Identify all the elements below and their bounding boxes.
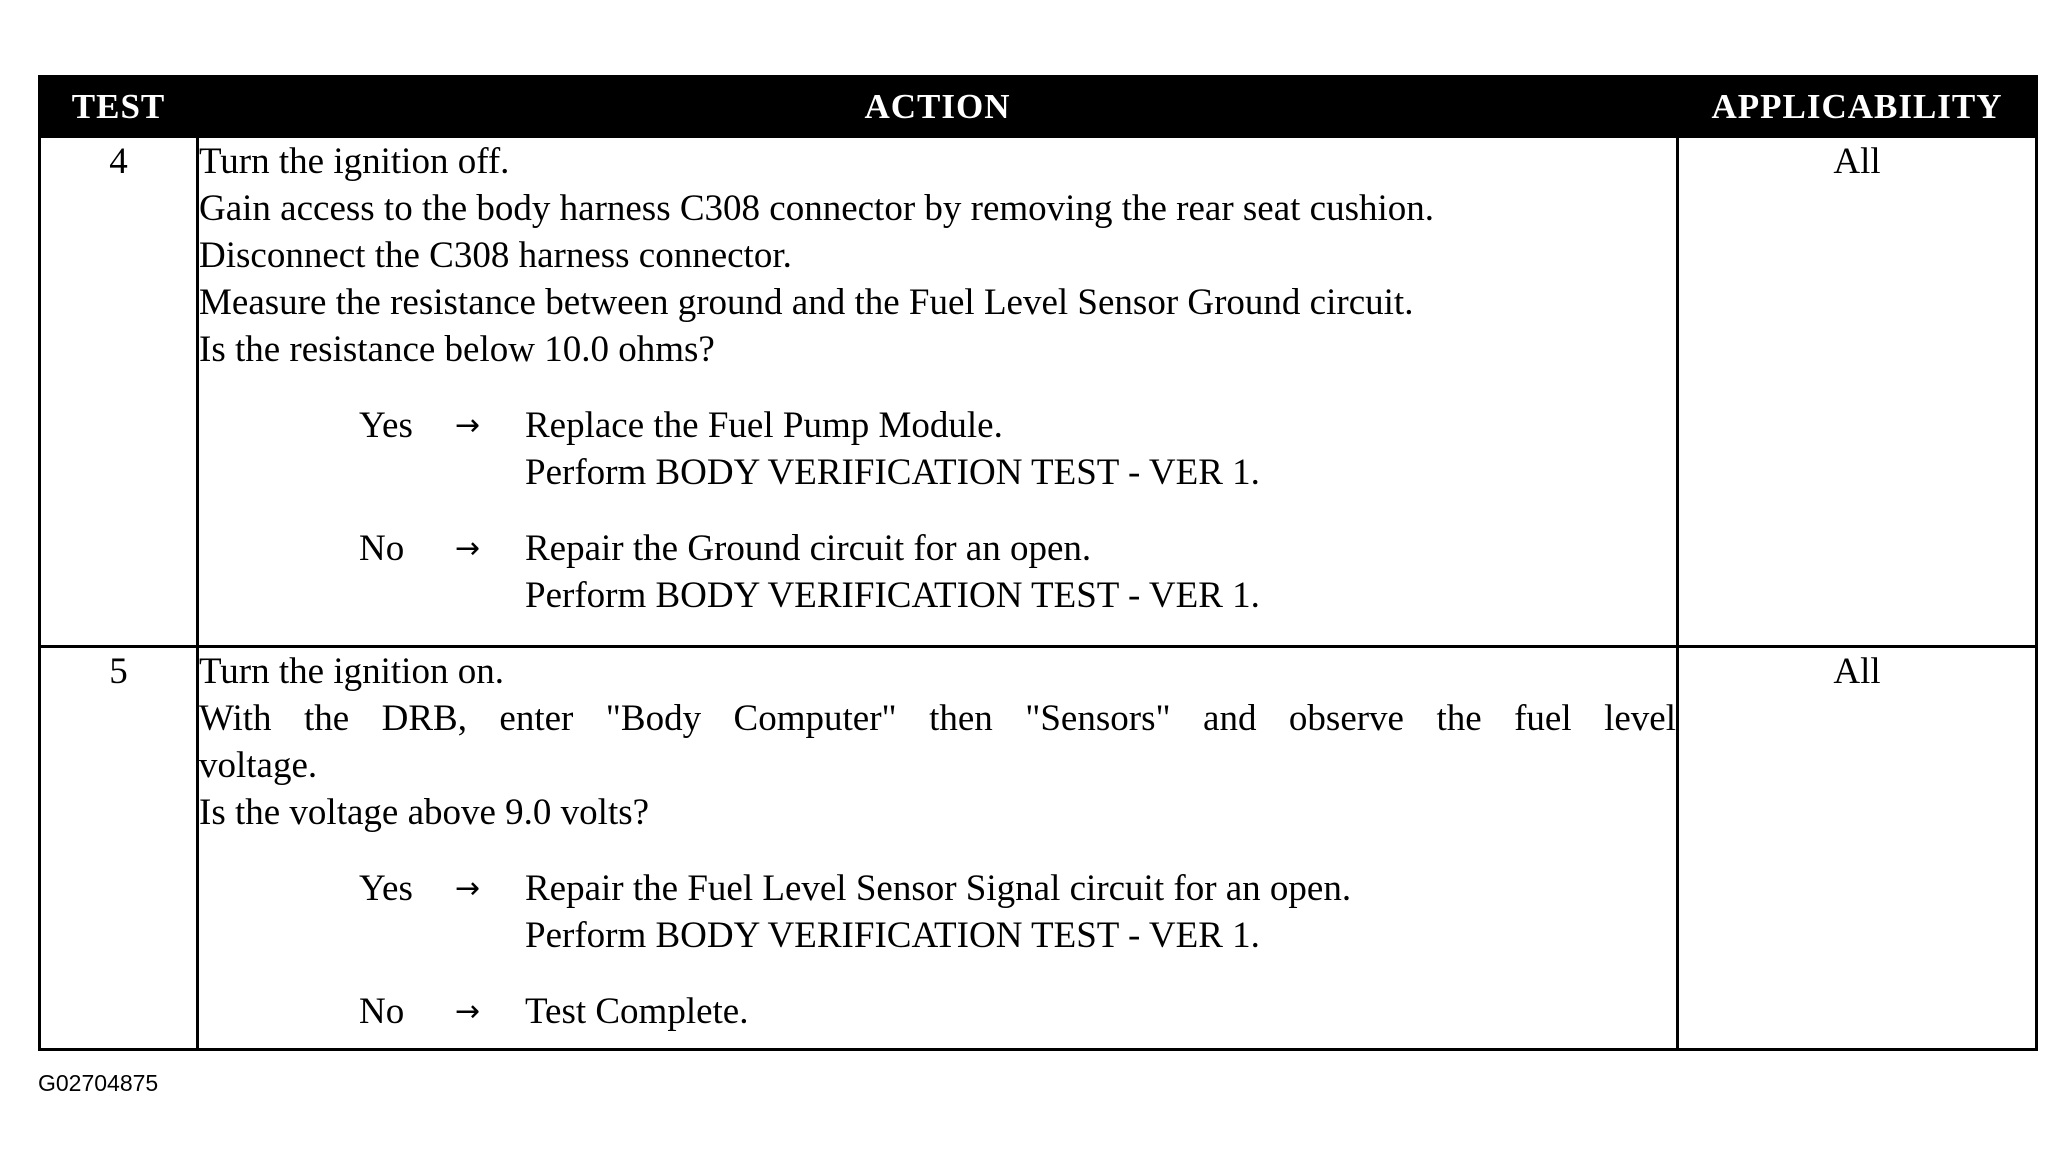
action-step: Turn the ignition off. [199,141,510,182]
header-applicability: APPLICABILITY [1676,75,2038,138]
result-line: Perform BODY VERIFICATION TEST - VER 1. [525,575,1260,616]
result-line: Perform BODY VERIFICATION TEST - VER 1. [525,452,1260,493]
action-step: With the DRB, enter "Body Computer" then… [199,698,1676,739]
no-result: Repair the Ground circuit for an open. P… [525,525,1676,619]
arrow-right-icon: → [455,408,481,443]
arrow-right-icon: → [455,531,481,566]
result-line: Repair the Fuel Level Sensor Signal circ… [525,868,1352,909]
action-cell: Turn the ignition on. With the DRB, ente… [196,645,1679,1051]
action-step: Disconnect the C308 harness connector. [199,235,792,276]
table-header-row: TEST ACTION APPLICABILITY [38,75,2038,138]
no-result: Test Complete. [525,988,1676,1035]
result-line: Repair the Ground circuit for an open. [525,528,1092,569]
test-number: 4 [38,135,199,648]
diagnostic-test-table: TEST ACTION APPLICABILITY 4 Turn the ign… [38,75,2038,1051]
yes-result: Repair the Fuel Level Sensor Signal circ… [525,865,1676,959]
table-row: 5 Turn the ignition on. With the DRB, en… [38,645,2038,1051]
action-cell: Turn the ignition off. Gain access to th… [196,135,1679,648]
yes-branch: Yes → Replace the Fuel Pump Module. Perf… [199,402,1676,496]
result-line: Replace the Fuel Pump Module. [525,405,1003,446]
action-question: Is the resistance below 10.0 ohms? [199,329,715,370]
result-line: Perform BODY VERIFICATION TEST - VER 1. [525,915,1260,956]
answer-branches: Yes → Repair the Fuel Level Sensor Signa… [199,865,1676,1035]
action-step: Turn the ignition on. [199,651,504,692]
answer-branches: Yes → Replace the Fuel Pump Module. Perf… [199,402,1676,619]
no-branch: No → Test Complete. [199,988,1676,1035]
test-number: 5 [38,645,199,1051]
no-label: No [359,528,405,569]
table-row: 4 Turn the ignition off. Gain access to … [38,135,2038,648]
yes-label: Yes [359,405,413,446]
action-step: voltage. [199,745,318,786]
figure-id: G02704875 [38,1070,159,1096]
arrow-right-icon: → [455,994,481,1029]
yes-label: Yes [359,868,413,909]
applicability-value: All [1676,135,2038,648]
result-line: Test Complete. [525,991,749,1032]
action-step: Measure the resistance between ground an… [199,282,1414,323]
action-question: Is the voltage above 9.0 volts? [199,792,650,833]
header-test: TEST [38,75,199,138]
action-step: Gain access to the body harness C308 con… [199,188,1435,229]
no-branch: No → Repair the Ground circuit for an op… [199,525,1676,619]
arrow-right-icon: → [455,871,481,906]
no-label: No [359,991,405,1032]
yes-branch: Yes → Repair the Fuel Level Sensor Signa… [199,865,1676,959]
applicability-value: All [1676,645,2038,1051]
yes-result: Replace the Fuel Pump Module. Perform BO… [525,402,1676,496]
header-action: ACTION [196,75,1679,138]
